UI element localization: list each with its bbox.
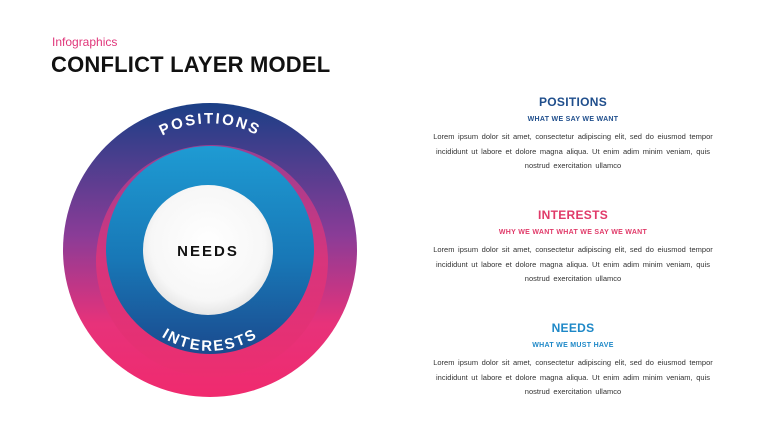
panel-body: Lorem ipsum dolor sit amet, consectetur … bbox=[433, 358, 713, 396]
page-title: CONFLICT LAYER MODEL bbox=[51, 52, 331, 77]
panel-title: INTERESTS bbox=[537, 208, 609, 222]
center-label: NEEDS bbox=[177, 243, 239, 260]
panel-subtitle: WHAT WE SAY WE WANT bbox=[527, 116, 619, 123]
layer-diagram-svg: POSITIONS INTERESTS NEEDS bbox=[63, 103, 357, 397]
panel-title: POSITIONS bbox=[538, 95, 608, 109]
center-circle bbox=[143, 185, 273, 315]
panel-needs: NEEDS WHAT WE MUST HAVE Lorem ipsum dolo… bbox=[428, 321, 718, 400]
panel-title: NEEDS bbox=[551, 321, 595, 335]
panel-body: Lorem ipsum dolor sit amet, consectetur … bbox=[433, 245, 713, 283]
panel-subtitle: WHAT WE MUST HAVE bbox=[532, 342, 614, 349]
panel-subtitle: WHY WE WANT WHAT WE SAY WE WANT bbox=[498, 229, 648, 236]
panel-positions: POSITIONS WHAT WE SAY WE WANT Lorem ipsu… bbox=[428, 95, 718, 174]
panel-interests: INTERESTS WHY WE WANT WHAT WE SAY WE WAN… bbox=[428, 208, 718, 287]
eyebrow-label: Infographics bbox=[52, 35, 118, 49]
layer-diagram: POSITIONS INTERESTS NEEDS bbox=[60, 100, 360, 400]
panel-body: Lorem ipsum dolor sit amet, consectetur … bbox=[433, 132, 713, 170]
